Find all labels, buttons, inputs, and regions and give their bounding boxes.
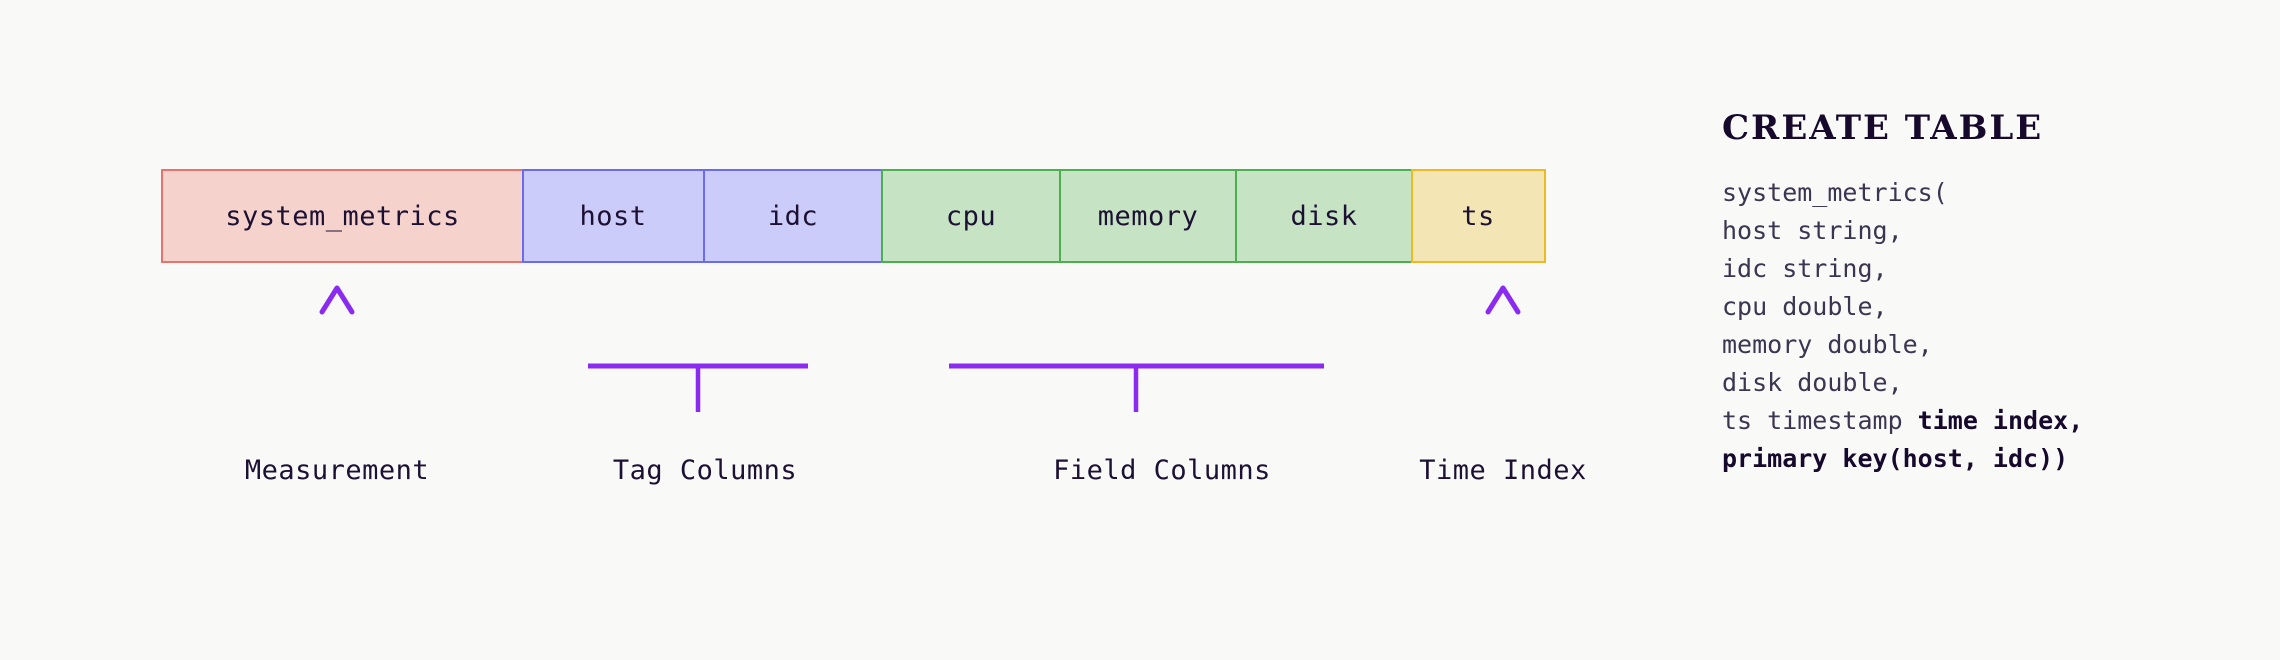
sql-line: memory double, <box>1722 330 1933 359</box>
label-field-columns: Field Columns <box>1053 455 1271 486</box>
cell-disk[interactable]: disk <box>1235 171 1411 261</box>
sql-line: idc string, <box>1722 254 1888 283</box>
group-tag-columns: host idc <box>521 169 884 263</box>
sql-line: host string, <box>1722 216 1903 245</box>
group-time-index: ts <box>1410 169 1546 263</box>
label-tag-columns: Tag Columns <box>612 455 798 486</box>
label-time-index: Time Index <box>1419 455 1587 486</box>
create-table-heading: CREATE TABLE <box>1722 108 2044 148</box>
cell-idc[interactable]: idc <box>702 171 882 261</box>
sql-line: system_metrics( <box>1722 178 1948 207</box>
connector-tag-bracket <box>587 294 809 412</box>
connector-measurement-arrow <box>319 285 355 410</box>
create-table-sql: system_metrics(host string, idc string, cp… <box>1722 174 2242 478</box>
connector-time-index-arrow <box>1485 285 1521 410</box>
group-field-columns: cpu memory disk <box>881 169 1413 263</box>
cell-system-metrics[interactable]: system_metrics <box>225 200 460 232</box>
label-measurement: Measurement <box>244 455 430 486</box>
sql-line: primary key(host, idc)) <box>1722 444 2069 473</box>
sql-line: ts timestamp time index, <box>1722 406 2084 435</box>
cell-ts[interactable]: ts <box>1461 200 1495 232</box>
connector-field-bracket <box>948 294 1325 412</box>
cell-host[interactable]: host <box>579 200 647 232</box>
schema-strip: system_metrics host idc cpu memory disk … <box>161 169 1546 263</box>
sql-line: disk double, <box>1722 368 1903 397</box>
connector-layer <box>319 285 1521 412</box>
cell-cpu[interactable]: cpu <box>945 200 997 232</box>
schema-diagram: system_metrics host idc cpu memory disk … <box>161 169 1587 486</box>
cell-memory[interactable]: memory <box>1059 171 1235 261</box>
group-measurement: system_metrics <box>161 169 524 263</box>
create-table-panel: CREATE TABLE system_metrics(host string,… <box>1722 108 2242 478</box>
sql-line: cpu double, <box>1722 292 1888 321</box>
